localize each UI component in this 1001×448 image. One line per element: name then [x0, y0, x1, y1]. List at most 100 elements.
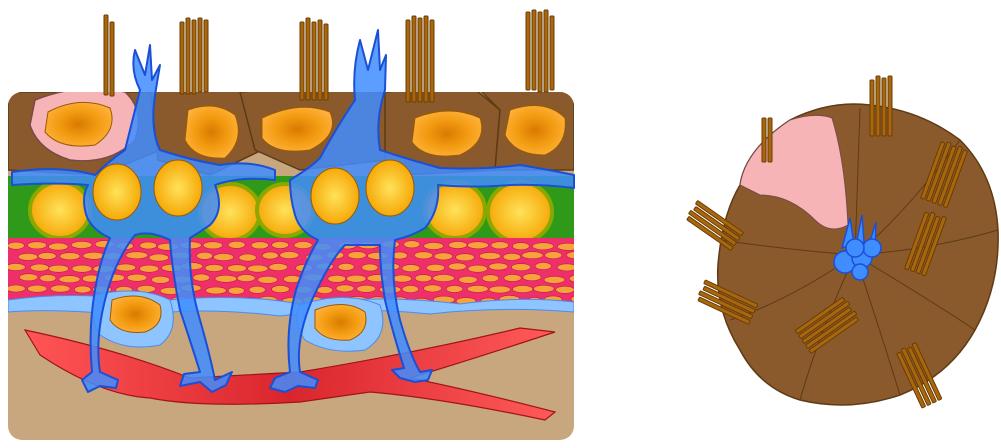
- muscle-cell: [28, 242, 47, 249]
- nucleus: [45, 102, 112, 146]
- muscle-cell: [424, 242, 444, 249]
- muscle-cell: [513, 286, 533, 293]
- muscle-cell: [512, 264, 531, 271]
- muscle-cell: [534, 285, 555, 292]
- muscle-cell: [434, 253, 452, 260]
- muscle-cell: [479, 252, 501, 259]
- muscle-cell: [535, 263, 551, 270]
- muscle-cell: [504, 274, 521, 281]
- receptor-tip: [863, 239, 881, 257]
- muscle-cell: [262, 252, 278, 259]
- muscle-cell: [59, 276, 80, 283]
- cilia-bundle: [180, 18, 208, 94]
- muscle-cell: [317, 287, 333, 294]
- nucleus: [154, 160, 202, 216]
- muscle-cell: [228, 241, 245, 248]
- muscle-cell: [237, 275, 255, 282]
- muscle-cell: [338, 263, 354, 270]
- muscle-cell: [51, 285, 71, 292]
- cilia-bundle: [526, 10, 554, 92]
- muscle-cell: [40, 275, 56, 282]
- muscle-cell: [38, 252, 56, 259]
- muscle-cell: [8, 242, 25, 249]
- muscle-cell: [392, 275, 411, 282]
- muscle-cell: [49, 265, 69, 272]
- nucleus: [366, 160, 414, 216]
- muscle-cell: [71, 241, 92, 248]
- muscle-cell: [489, 263, 508, 270]
- muscle-cell: [404, 241, 420, 248]
- muscle-cell: [545, 252, 562, 259]
- muscle-cell: [116, 264, 136, 271]
- muscle-cell: [280, 252, 299, 259]
- muscle-cell: [433, 275, 455, 282]
- muscle-cell: [215, 275, 237, 282]
- taste-bud-top-view: [685, 76, 998, 408]
- muscle-cell: [566, 252, 586, 259]
- muscle-cell: [328, 275, 346, 282]
- muscle-cell: [414, 252, 432, 259]
- muscle-cell: [336, 285, 354, 292]
- muscle-cell: [140, 242, 157, 249]
- muscle-cell: [347, 275, 366, 282]
- muscle-cell: [402, 265, 420, 272]
- muscle-cell: [269, 264, 288, 271]
- nucleus: [488, 182, 552, 242]
- muscle-cell: [557, 243, 578, 250]
- muscle-cell: [19, 274, 37, 281]
- muscle-cell: [248, 265, 268, 272]
- muscle-cell: [522, 252, 543, 259]
- muscle-cell: [415, 275, 432, 282]
- nucleus: [30, 182, 90, 238]
- nucleus: [311, 168, 359, 224]
- receptor-tip: [852, 264, 868, 280]
- muscle-cell: [533, 243, 554, 250]
- muscle-cell: [74, 286, 91, 293]
- muscle-cell: [203, 242, 222, 249]
- muscle-cell: [193, 274, 210, 281]
- cilia-bundle: [406, 16, 434, 102]
- muscle-cell: [449, 241, 468, 248]
- cilia-bundles: [104, 10, 554, 102]
- muscle-cell: [126, 252, 148, 259]
- muscle-cell: [456, 254, 475, 261]
- muscle-cell: [503, 253, 521, 260]
- muscle-cell: [197, 252, 213, 259]
- muscle-cell: [491, 242, 509, 249]
- cilia-bundle: [104, 15, 114, 96]
- muscle-cell: [362, 264, 378, 271]
- muscle-cell: [228, 287, 244, 294]
- muscle-cell: [544, 276, 565, 283]
- nucleus: [185, 106, 238, 158]
- nucleus: [93, 164, 141, 220]
- muscle-cell: [459, 276, 478, 283]
- muscle-cell: [272, 241, 289, 248]
- muscle-cell: [258, 276, 278, 283]
- muscle-cell: [468, 265, 487, 272]
- muscle-cell: [468, 242, 489, 249]
- muscle-cell: [239, 254, 256, 261]
- muscle-cell: [348, 252, 366, 259]
- muscle-cell: [448, 263, 466, 270]
- muscle-cell: [6, 264, 25, 271]
- muscle-cell: [28, 285, 47, 292]
- muscle-cell: [49, 243, 69, 250]
- muscle-cell: [228, 265, 247, 272]
- muscle-cell: [446, 285, 463, 292]
- epithelium-cross-section: [6, 10, 587, 440]
- muscle-cell: [72, 265, 92, 272]
- muscle-cell: [402, 286, 418, 293]
- muscle-cell: [251, 242, 268, 249]
- muscle-cell: [426, 264, 444, 271]
- muscle-cell: [424, 285, 442, 292]
- muscle-cell: [149, 254, 169, 261]
- muscle-cell: [151, 276, 169, 283]
- muscle-cell: [127, 274, 147, 281]
- muscle-cell: [569, 275, 585, 282]
- muscle-cell: [357, 285, 376, 292]
- muscle-cell: [523, 274, 541, 281]
- muscle-cell: [272, 286, 290, 293]
- muscle-cell: [513, 243, 530, 250]
